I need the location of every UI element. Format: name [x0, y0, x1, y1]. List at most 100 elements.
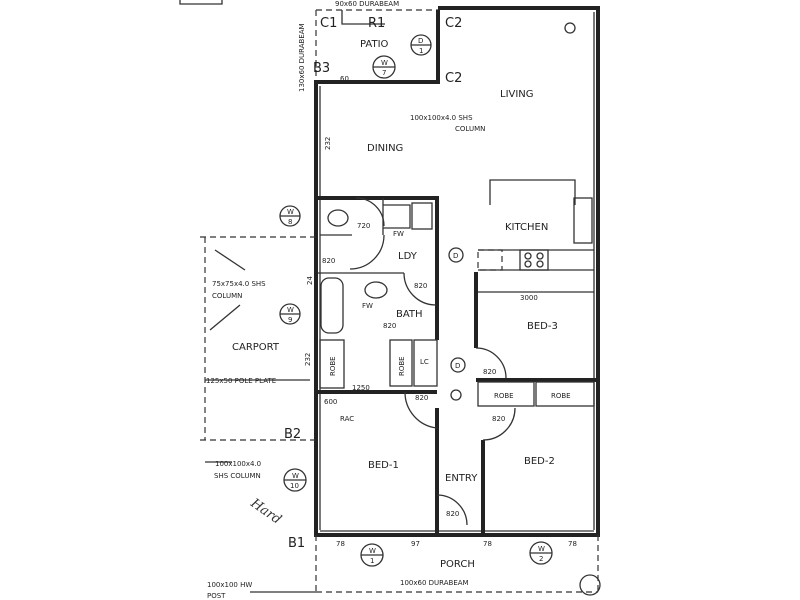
room-label-carport: CARPORT [232, 342, 280, 353]
patio-beam-line [315, 9, 438, 80]
room-label-patio: PATIO [360, 39, 389, 50]
dimension: 60 [340, 75, 349, 83]
porch-beam-note: 100x60 DURABEAM [400, 579, 469, 587]
room-label-bed1: BED-1 [368, 460, 399, 471]
column-note: COLUMN [455, 125, 485, 133]
r1-label: R1 [368, 16, 385, 31]
dimension: 820 [415, 394, 428, 402]
burner [524, 252, 532, 260]
tag-text: D [455, 362, 460, 370]
title-box-fragment [179, 0, 223, 5]
tag-text: W [287, 306, 294, 314]
floor-waste-label: FW [362, 302, 373, 310]
floor-waste-label: FW [393, 230, 404, 238]
exterior-wall-inner [319, 12, 595, 532]
dimension: 820 [492, 415, 505, 423]
column-note: 100x100x4.0 SHS [410, 114, 473, 122]
column-note: 100x100x4.0 [215, 460, 261, 468]
kitchen-counter [478, 249, 594, 271]
cooktop [519, 249, 549, 271]
c2-label: C2 [445, 71, 462, 86]
rac-note: RAC [340, 415, 354, 423]
dimension: 820 [322, 257, 335, 265]
exterior-wall [314, 6, 600, 537]
dimension: 720 [357, 222, 370, 230]
robe-label: ROBE [551, 392, 571, 400]
smoke-detector [450, 389, 462, 401]
robe-label: ROBE [398, 356, 406, 376]
tag-text: W [287, 208, 294, 216]
b1-label: B1 [288, 536, 305, 551]
porch-column [579, 574, 601, 596]
dimension: 24 [306, 276, 314, 285]
porch-outline [315, 535, 599, 595]
robe-label: ROBE [494, 392, 514, 400]
b2-label: B2 [284, 427, 301, 442]
burner [536, 260, 544, 268]
tag-text: D [418, 37, 423, 45]
tag-text: 1 [419, 47, 423, 55]
room-label-bath: BATH [396, 309, 423, 320]
dimension: 232 [304, 353, 312, 366]
room-label-bed2: BED-2 [524, 456, 555, 467]
tag-text: D [453, 252, 458, 260]
handwritten-note: Hard [247, 495, 284, 527]
linen-label: LC [420, 358, 429, 366]
pole-plate-note: 125x50 POLE PLATE [206, 377, 276, 385]
dimension: 820 [483, 368, 496, 376]
door-swing [404, 391, 438, 429]
column-note: COLUMN [212, 292, 242, 300]
dimension: 820 [383, 322, 396, 330]
door-swing [436, 494, 468, 526]
internal-walls [318, 234, 404, 274]
room-label-entry: ENTRY [445, 473, 478, 484]
door-swing [403, 272, 437, 306]
room-label-kitchen: KITCHEN [505, 222, 548, 233]
tag-text: W [292, 472, 299, 480]
room-label-dining: DINING [367, 143, 403, 154]
door-swing [475, 347, 507, 379]
basin [364, 281, 388, 299]
dimension: 232 [324, 137, 332, 150]
dimension: 3000 [520, 294, 538, 302]
robe-label: ROBE [329, 356, 337, 376]
tag-text: W [369, 547, 376, 555]
left-beam-note: 130x60 DURABEAM [298, 23, 306, 92]
dimension: 820 [414, 282, 427, 290]
carport-outline [200, 236, 316, 441]
tag-text: 7 [382, 69, 386, 77]
dimension: 78 [336, 540, 345, 548]
column-arrows [209, 249, 246, 331]
tag-text: 10 [290, 482, 299, 490]
hw-post-note: POST [207, 592, 226, 600]
door-swing [355, 197, 385, 227]
column-note: SHS COLUMN [214, 472, 261, 480]
dimension: 1250 [352, 384, 370, 392]
window-door-tags [279, 34, 553, 567]
dimension: 820 [446, 510, 459, 518]
room-label-porch: PORCH [440, 559, 475, 570]
room-label-bed3: BED-3 [527, 321, 558, 332]
bathtub [320, 277, 344, 334]
top-beam-note: 90x60 DURABEAM [335, 0, 399, 8]
room-label-living: LIVING [500, 89, 534, 100]
b3-label: B3 [313, 61, 330, 76]
tag-text: 8 [288, 218, 292, 226]
robe-bed3 [477, 381, 535, 407]
dimension: 600 [324, 398, 337, 406]
door-swing [349, 234, 385, 270]
toilet [327, 209, 349, 227]
tag-text: 1 [370, 557, 374, 565]
robe-hall [389, 339, 413, 387]
fridge-space [477, 249, 503, 271]
tag-labels: D 1 W 7 W 8 W 9 W 10 W 1 W 2 D D [287, 37, 545, 565]
door-swing [482, 407, 516, 441]
tag-text: 9 [288, 316, 292, 324]
bed1-wall [316, 390, 439, 535]
burner [524, 260, 532, 268]
r1-marker [341, 10, 385, 25]
tag-text: 2 [539, 555, 543, 563]
robe-bed2 [535, 381, 595, 407]
burner [536, 252, 544, 260]
linen-cupboard [413, 339, 438, 387]
